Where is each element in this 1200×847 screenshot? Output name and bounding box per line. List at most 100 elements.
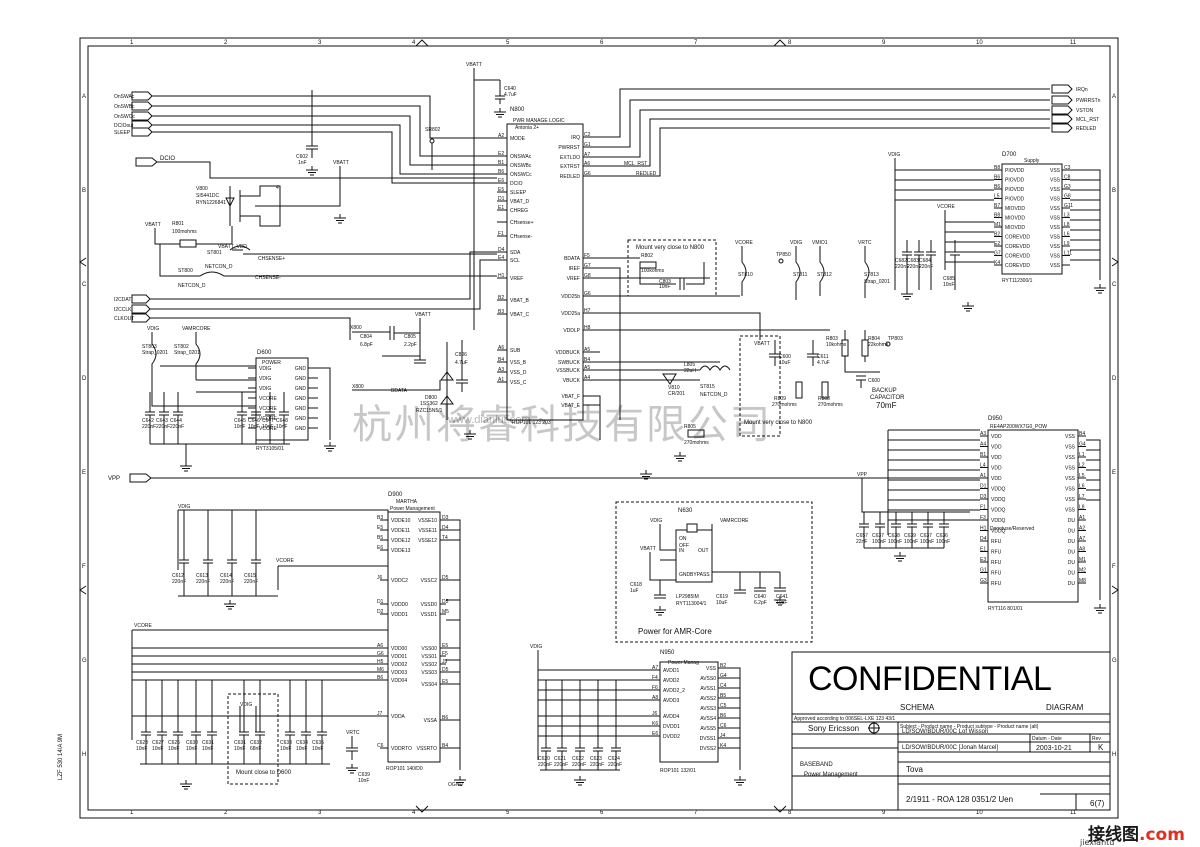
- cap-ref: C620: [538, 756, 550, 762]
- col-marker-bottom: 8: [788, 810, 792, 816]
- side-marker: LZF 530 14/A 9M: [58, 734, 64, 780]
- ground-symbol: [180, 780, 192, 790]
- pin-number: C6: [720, 723, 727, 729]
- pin-name: ONSWAc: [510, 154, 532, 160]
- mount-close-d600: VDIG Mount close to D600: [227, 693, 292, 785]
- pin-name: VSS: [1065, 445, 1076, 451]
- n950-ref: N950: [660, 650, 675, 656]
- svg-text:VDIG: VDIG: [888, 152, 900, 158]
- svg-text:NETCON_D: NETCON_D: [205, 264, 233, 270]
- side-code: LZF 530 14/A 9M: [58, 734, 64, 780]
- pin-number: B3: [377, 515, 383, 521]
- row-marker-left: D: [82, 376, 87, 382]
- pin-number: G7: [994, 251, 1001, 257]
- pin-number: D1: [377, 599, 384, 605]
- pin-name: VDD25b: [561, 294, 580, 300]
- pin-number: G8: [584, 273, 591, 279]
- pin-name: CHsense-: [510, 234, 533, 240]
- svg-text:CR/201: CR/201: [668, 391, 685, 397]
- svg-text:4.7uF: 4.7uF: [455, 360, 468, 366]
- pin-name: VBAT_C: [510, 312, 529, 318]
- rev-hdr: Rev: [1092, 736, 1101, 742]
- pin-number: E5: [498, 187, 504, 193]
- pin-number: B1: [498, 160, 504, 166]
- pin-number: G4: [720, 673, 727, 679]
- row-marker-left: F: [82, 564, 86, 570]
- d900-title: MARTHA: [396, 499, 418, 505]
- cap-ref: C682: [895, 258, 907, 264]
- cap-ref: C623: [590, 756, 602, 762]
- pin-name: DU: [1068, 539, 1076, 545]
- pin-name: CHsense+: [510, 220, 534, 226]
- company: Sony Ericsson: [808, 724, 859, 733]
- cap-value: 220nF: [572, 762, 586, 768]
- pin-name: VDDE13: [391, 548, 411, 554]
- svg-text:ST800: ST800: [178, 268, 193, 274]
- capacitor: [557, 680, 567, 770]
- pin-number: C8: [1064, 175, 1071, 181]
- capacitor: [179, 510, 189, 596]
- col-marker-bottom: 1: [130, 810, 134, 816]
- pin-name: OUT: [698, 548, 709, 554]
- pin-name: AVSS2: [700, 696, 716, 702]
- pin-number: D3: [442, 515, 449, 521]
- pin-number: E2: [498, 151, 504, 157]
- cap-value: 220nF: [142, 424, 156, 430]
- cap-ref: C626: [168, 740, 180, 746]
- pin-number: A7: [584, 152, 590, 158]
- watermark-cn: 杭州将睿科技有限公司: [352, 402, 772, 448]
- n800-subtitle: Antonia 2+: [515, 125, 539, 131]
- d950-chip: D950 RE4AP200WX7G0_POW Donotuse/Reserved…: [980, 416, 1086, 612]
- cap-value: 220nF: [895, 264, 909, 270]
- pin-number: A8: [1079, 547, 1085, 553]
- pin-number: L9: [1064, 241, 1070, 247]
- svg-text:V810: V810: [668, 385, 680, 391]
- pin-number: L1: [1079, 452, 1085, 458]
- svg-text:SR802: SR802: [425, 127, 441, 133]
- pin-name: IN: [679, 548, 684, 554]
- svg-text:270mohms: 270mohms: [684, 440, 709, 446]
- pin-name: VSS: [1050, 216, 1061, 222]
- svg-text:VBATT: VBATT: [145, 222, 161, 228]
- pin-name: VSS: [1050, 168, 1061, 174]
- ground-symbols: [180, 108, 1106, 790]
- pin-number: J6: [652, 711, 658, 717]
- pin-name: PIOVDD: [1005, 178, 1025, 184]
- cap-ref: C632: [250, 740, 262, 746]
- svg-text:270mohms: 270mohms: [772, 402, 797, 408]
- ground-symbol: [1094, 284, 1106, 294]
- cap-ref: C648: [276, 418, 288, 424]
- vpp-port: VPP: [108, 473, 1010, 483]
- svg-text:C600: C600: [779, 354, 791, 360]
- pin-number: D1: [498, 196, 505, 202]
- pin-name: MODE: [510, 136, 526, 142]
- vpp-label: VPP: [108, 476, 120, 482]
- svg-text:VBATT: VBATT: [415, 312, 431, 318]
- cap-value: 220nF: [172, 579, 186, 585]
- pin-number: B5: [720, 693, 726, 699]
- pin-name: VDD: [991, 445, 1002, 451]
- pin-number: L6: [1079, 484, 1085, 490]
- pin-name: VSS: [1050, 206, 1061, 212]
- pin-name: VSS: [1050, 263, 1061, 269]
- svg-text:ST801: ST801: [207, 250, 222, 256]
- pin-name: VDDRTO: [391, 746, 412, 752]
- capacitor: [902, 240, 912, 290]
- svg-text:10nF: 10nF: [358, 778, 369, 784]
- cap-value: 10nF: [152, 746, 163, 752]
- pin-name: VSS: [706, 666, 717, 672]
- cap-ref: C635: [312, 740, 324, 746]
- pin-number: F1: [498, 231, 504, 237]
- svg-text:2.2pF: 2.2pF: [404, 342, 417, 348]
- row-marker-right: C: [1112, 282, 1117, 288]
- cap-gnd: [140, 706, 330, 765]
- pin-name: SCL: [510, 258, 520, 264]
- amr-ref: N630: [678, 508, 693, 514]
- svg-text:VBATT: VBATT: [754, 341, 770, 347]
- block-2: Power Management: [804, 772, 858, 778]
- svg-text:C600: C600: [868, 378, 880, 384]
- ground-symbol: [574, 776, 586, 786]
